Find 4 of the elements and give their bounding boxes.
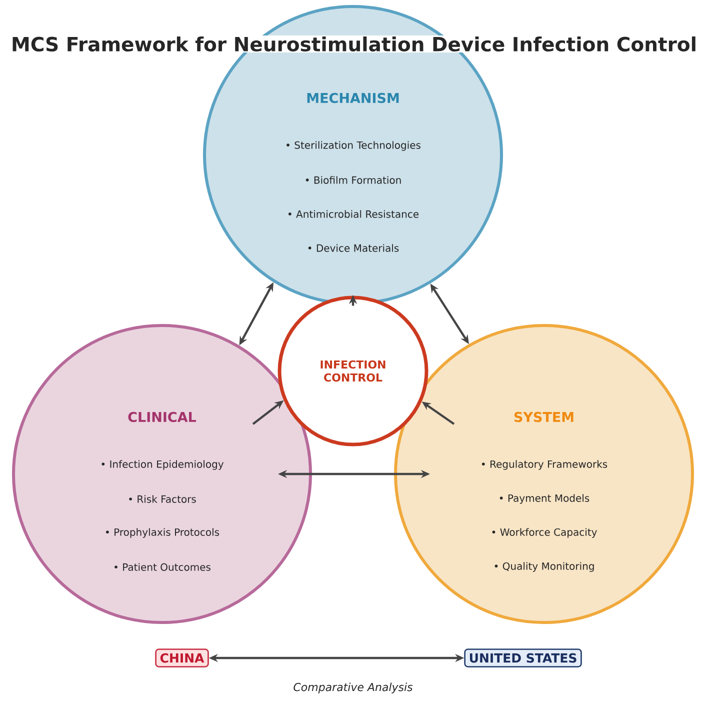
edge-label: Comparative Analysis (292, 682, 414, 694)
title: MCS Framework for Neurostimulation Device Infection Control (10, 35, 698, 53)
country-label-box: CHINA (155, 648, 209, 668)
country-label-box: UNITED STATES (464, 648, 582, 668)
